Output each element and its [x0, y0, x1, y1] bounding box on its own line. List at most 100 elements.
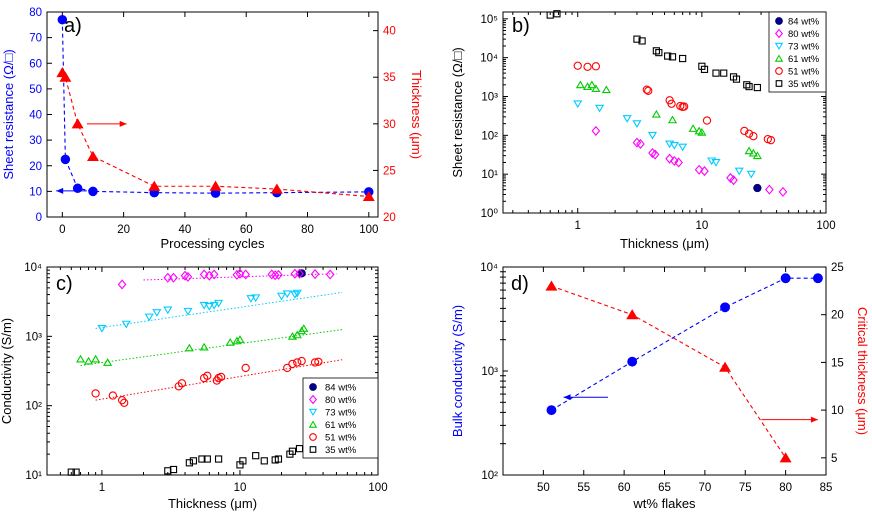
- y-axis-label-left: Sheet resistance (Ω/□): [1, 49, 16, 179]
- y-tick-label: 10⁵: [480, 14, 498, 26]
- y-tick-label: 50: [29, 84, 42, 96]
- data-point: [314, 357, 323, 366]
- data-point: [177, 379, 187, 388]
- legend-marker: [308, 394, 318, 405]
- data-point: [103, 358, 113, 366]
- y2-tick-label: 35: [383, 72, 396, 84]
- data-point: [720, 302, 731, 313]
- legend-label: 35 wt%: [325, 445, 357, 456]
- y-tick-label: 10³: [25, 331, 42, 343]
- legend-label: 51 wt%: [325, 433, 357, 444]
- data-point: [573, 61, 582, 70]
- data-point: [97, 325, 107, 333]
- data-point: [694, 164, 704, 175]
- data-point: [752, 151, 762, 160]
- legend-box: [302, 377, 379, 459]
- data-point: [199, 269, 209, 280]
- data-point: [573, 100, 583, 109]
- x-tick-label: 80: [779, 482, 792, 494]
- x-tick-label: 60: [240, 224, 253, 236]
- data-point: [274, 269, 283, 280]
- y2-tick-label: 25: [383, 165, 396, 177]
- data-point: [746, 170, 756, 179]
- data-point: [587, 80, 597, 89]
- data-point: [235, 335, 245, 343]
- data-point: [734, 167, 744, 176]
- data-point: [310, 269, 320, 280]
- data-point: [209, 180, 222, 191]
- y-tick-label: 10³: [481, 366, 498, 378]
- fit-line: [80, 329, 343, 366]
- data-point: [120, 398, 129, 407]
- y-axis-label-left: Bulk conductivity (S/m): [450, 305, 465, 437]
- data-point: [688, 124, 698, 132]
- data-point: [214, 455, 223, 463]
- legend-label: 73 wt%: [325, 408, 357, 419]
- data-point: [232, 269, 242, 280]
- series-line-critical-thickness: [551, 285, 787, 459]
- data-point: [595, 104, 605, 113]
- data-point: [652, 47, 660, 55]
- legend-label: 84 wt%: [325, 383, 357, 394]
- data-point: [299, 324, 309, 332]
- y2-tick-label: 40: [383, 26, 396, 38]
- data-point: [163, 272, 173, 283]
- data-point: [209, 301, 219, 310]
- data-point: [91, 354, 101, 363]
- legend-label: 61 wt%: [325, 420, 357, 431]
- data-point: [274, 455, 283, 463]
- data-point: [674, 157, 683, 168]
- x-tick-label: 1: [99, 482, 105, 494]
- data-point: [75, 354, 86, 363]
- data-point: [203, 455, 211, 463]
- data-point: [669, 141, 679, 150]
- data-point: [293, 358, 302, 367]
- y-tick-label: 60: [29, 58, 42, 70]
- x-tick-label: 55: [577, 482, 590, 494]
- data-point: [626, 309, 639, 320]
- x-tick-label: 75: [739, 482, 752, 494]
- data-point: [214, 299, 224, 308]
- data-point: [325, 269, 335, 280]
- y-tick-label: 10³: [481, 92, 498, 104]
- data-point: [67, 468, 75, 476]
- legend-label: 84 wt%: [788, 17, 820, 28]
- data-point: [583, 62, 592, 72]
- y2-tick-label: 5: [831, 453, 837, 465]
- data-point: [697, 127, 707, 136]
- x-tick-label: 50: [537, 482, 550, 494]
- data-point: [680, 102, 689, 111]
- data-point: [779, 452, 792, 463]
- data-point: [753, 183, 762, 193]
- data-point: [260, 457, 268, 465]
- data-point: [766, 136, 776, 145]
- data-point: [57, 14, 68, 25]
- data-point: [199, 301, 209, 310]
- data-point: [627, 356, 638, 367]
- x-axis-label: Thickness (μm): [620, 236, 709, 251]
- y-axis-label: Sheet resistance (Ω/□): [450, 47, 465, 177]
- y2-tick-label: 20: [383, 212, 396, 224]
- y2-tick-label: 30: [383, 119, 396, 131]
- legend-marker: [774, 42, 784, 51]
- data-point: [546, 405, 557, 416]
- x-tick-label: 100: [816, 220, 835, 232]
- data-point: [117, 279, 127, 290]
- panel-label: b): [512, 15, 530, 37]
- data-point: [719, 361, 732, 372]
- data-point: [575, 80, 585, 89]
- data-point: [88, 186, 98, 197]
- y-tick-label: 10⁴: [24, 262, 42, 274]
- data-point: [546, 11, 554, 19]
- data-point: [232, 336, 242, 345]
- legend-marker: [309, 446, 317, 453]
- legend-marker: [774, 28, 784, 39]
- data-point: [189, 457, 198, 465]
- data-point: [702, 116, 712, 125]
- data-point: [184, 343, 194, 352]
- y2-tick-label: 25: [831, 262, 844, 274]
- x-axis-label: Processing cycles: [160, 236, 265, 251]
- data-point: [163, 306, 173, 315]
